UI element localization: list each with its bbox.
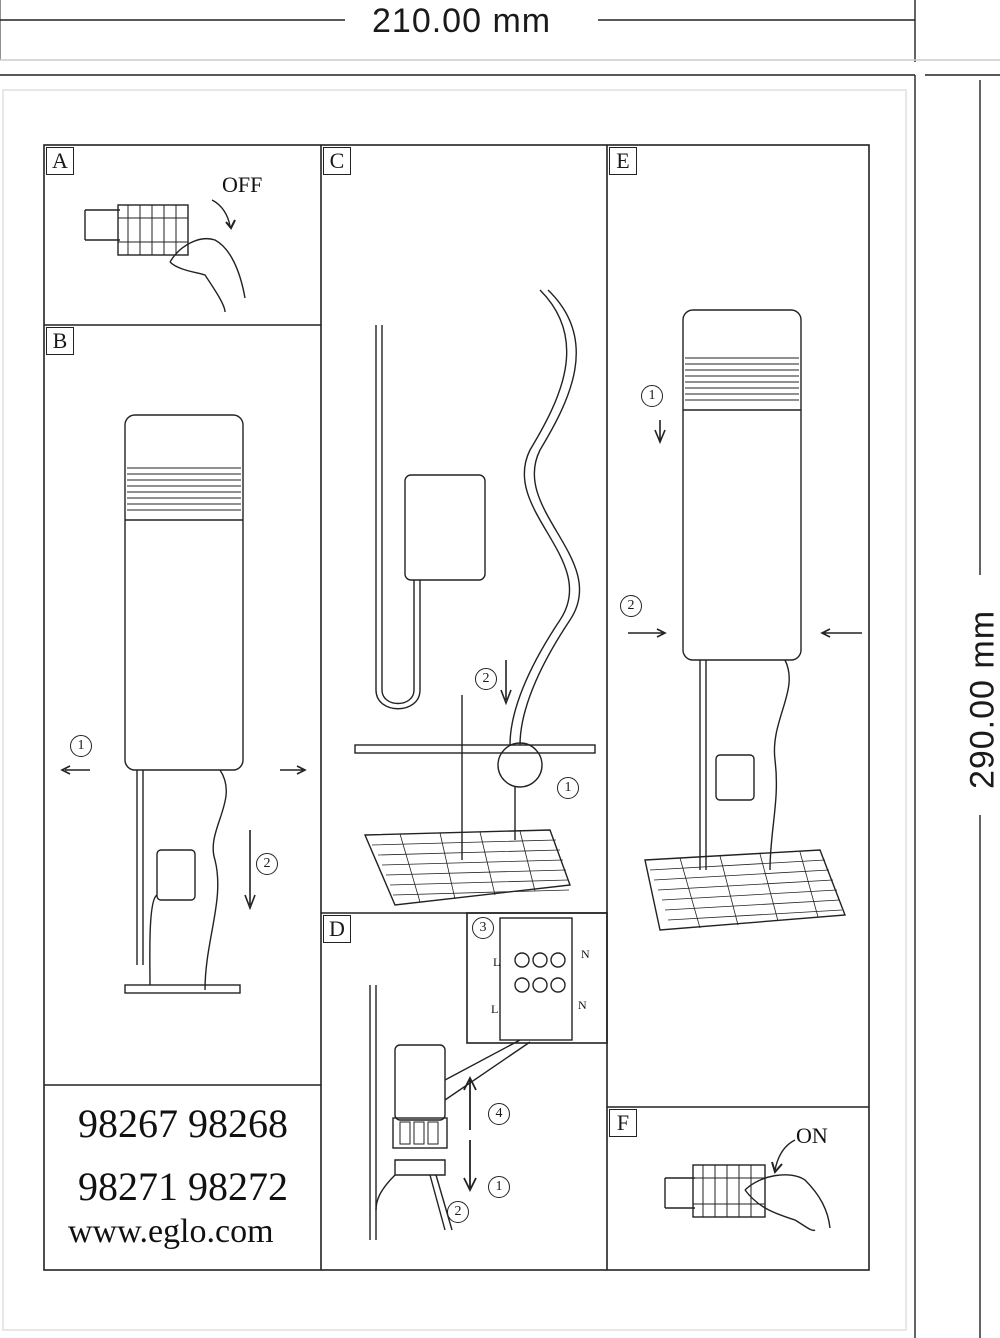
panel-c-step-1: 1 [557,777,579,799]
panel-label-a: A [46,147,74,175]
panel-e-step-1: 1 [641,385,663,407]
website-link[interactable]: www.eglo.com [68,1213,274,1250]
wire-label-n-bottom: N [578,998,587,1012]
panel-label-f: F [609,1109,637,1137]
model-numbers-line-2: 98271 98272 [78,1164,288,1209]
panel-label-e: E [609,147,637,175]
panel-e-step-2: 2 [620,595,642,617]
wire-label-l-bottom: L [491,1002,499,1016]
panel-d-step-2: 2 [447,1201,469,1223]
on-label: ON [796,1123,828,1148]
off-label: OFF [222,172,263,197]
height-dimension-label: 290.00 mm [963,594,1000,805]
panel-label-c: C [323,147,351,175]
panel-label-b: B [46,327,74,355]
panel-label-d: D [323,915,351,943]
model-numbers-line-1: 98267 98268 [78,1101,288,1146]
panel-d-step-4: 4 [488,1103,510,1125]
panel-b-step-2: 2 [256,853,278,875]
wire-label-n-top: N [581,947,590,961]
wire-label-l-top: L [493,955,501,969]
panel-d-step-3: 3 [472,917,494,939]
panel-d-step-1: 1 [488,1176,510,1198]
panel-c-step-2: 2 [475,668,497,690]
panel-b-step-1: 1 [70,735,92,757]
width-dimension-label: 210.00 mm [372,2,552,41]
